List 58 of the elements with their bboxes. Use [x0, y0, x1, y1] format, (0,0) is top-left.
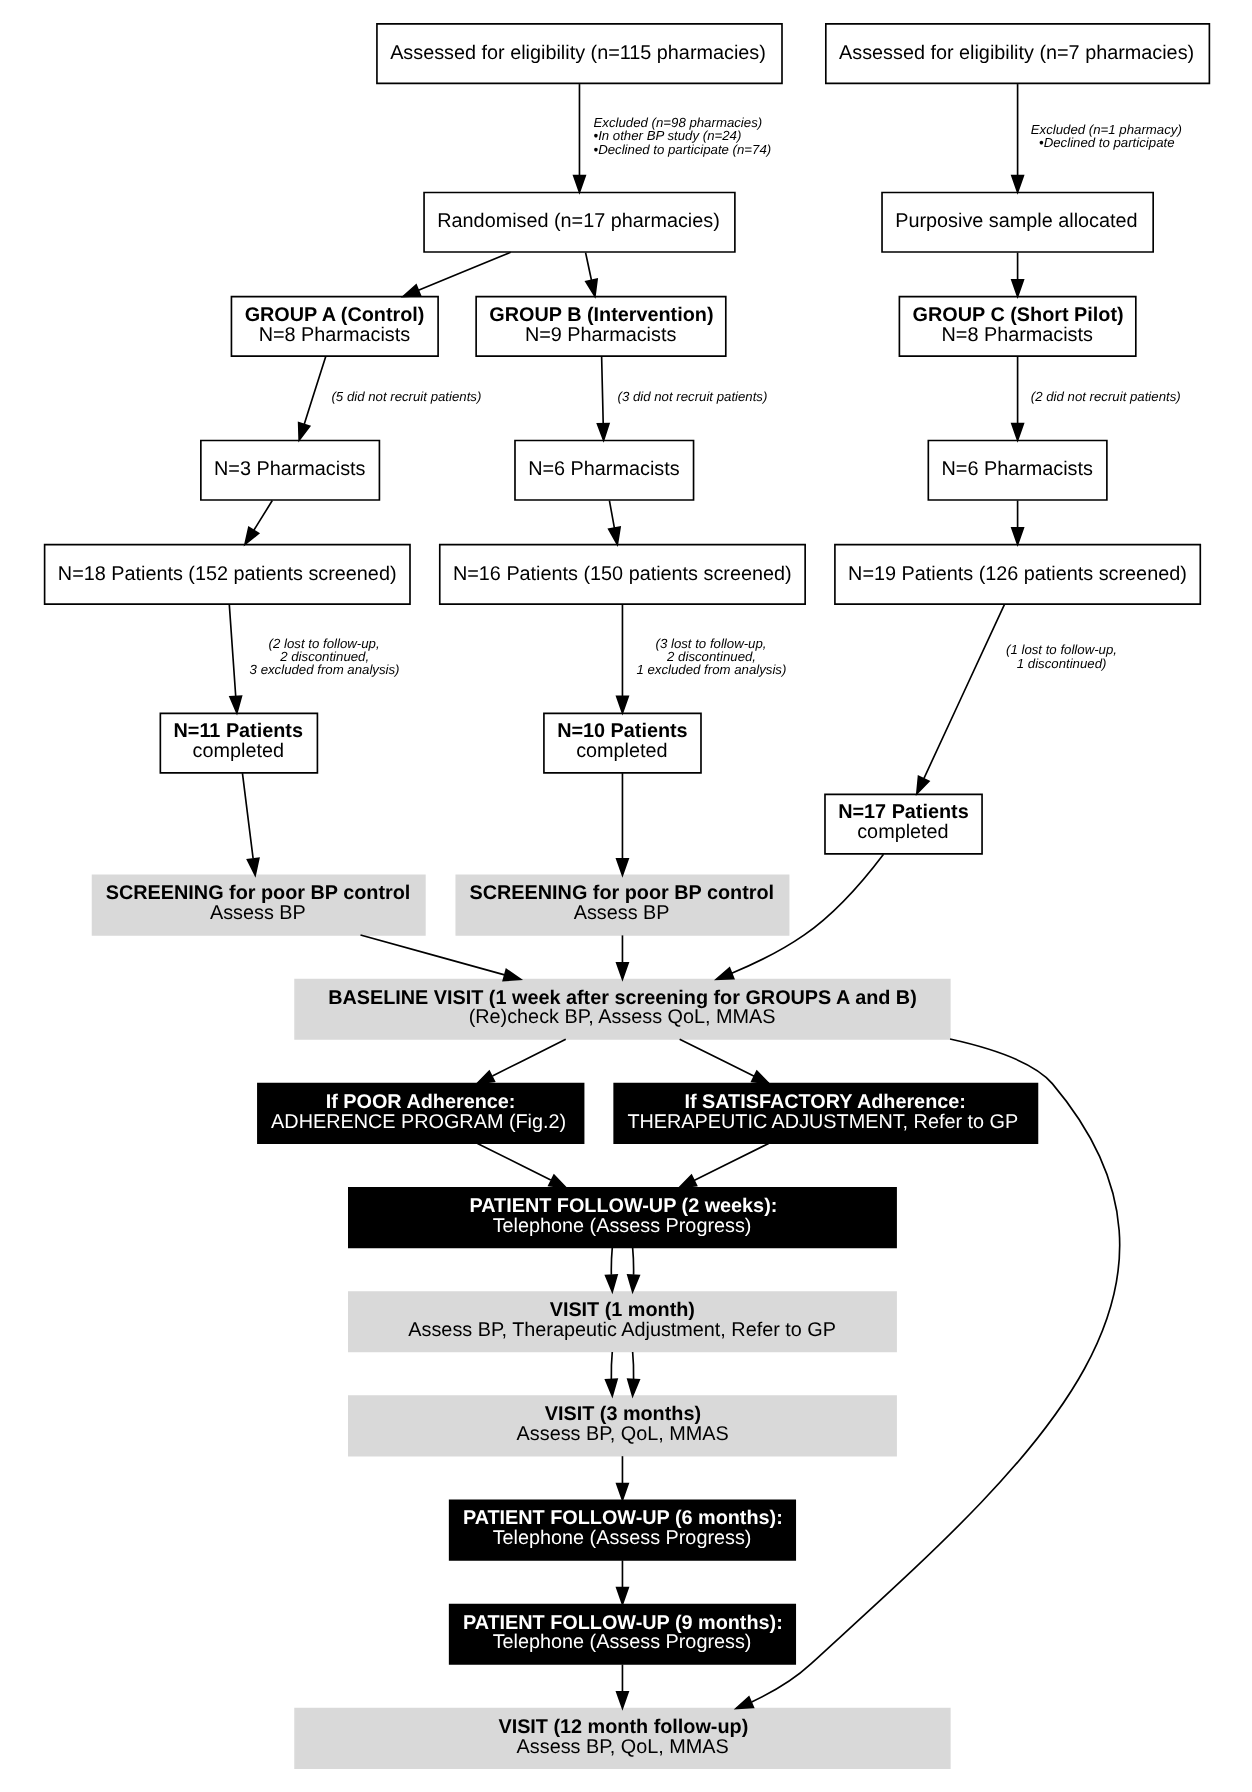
- arrow: [677, 1038, 771, 1085]
- arrow: [296, 355, 326, 443]
- node-box: PATIENT FOLLOW-UP (9 months): Telephone (Assess Progress): [447, 1603, 796, 1665]
- arrow: [242, 499, 273, 547]
- arrow: [603, 1351, 618, 1399]
- arrow: [583, 251, 598, 299]
- node-box: N=6 Pharmacists: [926, 439, 1107, 501]
- node-box: VISIT (12 month follow-up) Assess BP, QoL, MMAS: [293, 1707, 950, 1769]
- node-box: BASELINE VISIT (1 week after screening for GROUPS A and B) (Re)check BP, Assess QoL, MMAS: [293, 978, 950, 1040]
- node-box: If POOR Adherence: ADHERENCE PROGRAM (Fig.2): [256, 1082, 584, 1144]
- arrow: [571, 83, 586, 195]
- node-box: N=11 Patients completed: [158, 712, 318, 774]
- arrow: [603, 1247, 618, 1295]
- arrow: [712, 853, 884, 981]
- node-box: N=18 Patients (152 patients screened): [42, 543, 410, 605]
- arrow: [399, 251, 511, 298]
- arrow: [625, 1247, 640, 1295]
- node-box: GROUP C (Short Pilot) N=8 Pharmacists: [897, 295, 1136, 357]
- arrow: [606, 499, 621, 547]
- node-box: Assessed for eligibility (n=7 pharmacies): [824, 23, 1210, 85]
- node-box: N=19 Patients (126 patients screened): [833, 543, 1201, 605]
- node-box: VISIT (1 month) Assess BP, Therapeutic Adjustment, Refer to GP: [347, 1291, 896, 1353]
- arrow: [475, 1142, 568, 1189]
- node-box: SCREENING for poor BP control Assess BP: [90, 874, 425, 936]
- node-box: If SATISFACTORY Adherence: THERAPEUTIC ADJUSTMENT, Refer to GP: [612, 1082, 1038, 1144]
- node-box: N=6 Pharmacists: [513, 439, 694, 501]
- arrow: [1009, 499, 1024, 547]
- arrow: [473, 1038, 566, 1085]
- node-box: Randomised (n=17 pharmacies): [422, 191, 735, 253]
- arrow: [914, 603, 1005, 796]
- arrow: [1009, 83, 1024, 195]
- arrow: [227, 604, 242, 716]
- arrow: [625, 1351, 640, 1399]
- arrow: [1009, 251, 1024, 299]
- node-box: PATIENT FOLLOW-UP (2 weeks): Telephone (Assess Progress): [347, 1187, 896, 1249]
- arrow: [614, 772, 629, 878]
- node-box: N=16 Patients (150 patients screened): [437, 543, 805, 605]
- node-box: GROUP B (Intervention) N=9 Pharmacists: [474, 295, 726, 357]
- arrow: [614, 604, 629, 716]
- arrow: [614, 1663, 629, 1711]
- arrow: [675, 1142, 769, 1189]
- arrow: [1009, 355, 1024, 443]
- node-box: N=3 Pharmacists: [199, 439, 380, 501]
- node-box: PATIENT FOLLOW-UP (6 months): Telephone (Assess Progress): [447, 1499, 796, 1561]
- node-box: GROUP A (Control) N=8 Pharmacists: [229, 295, 438, 357]
- node-box: SCREENING for poor BP control Assess BP: [454, 874, 789, 936]
- arrow: [595, 355, 610, 443]
- arrow: [614, 1455, 629, 1503]
- arrow: [614, 934, 629, 982]
- node-box: Assessed for eligibility (n=115 pharmacies): [375, 23, 782, 85]
- arrow: [358, 934, 523, 982]
- node-box: Purposive sample allocated: [880, 191, 1153, 253]
- node-box: VISIT (3 months) Assess BP, QoL, MMAS: [347, 1395, 896, 1457]
- node-box: N=17 Patients completed: [823, 793, 982, 855]
- arrow: [614, 1559, 629, 1607]
- node-box: N=10 Patients completed: [542, 712, 701, 774]
- arrow: [732, 1038, 1120, 1710]
- arrow: [240, 772, 259, 878]
